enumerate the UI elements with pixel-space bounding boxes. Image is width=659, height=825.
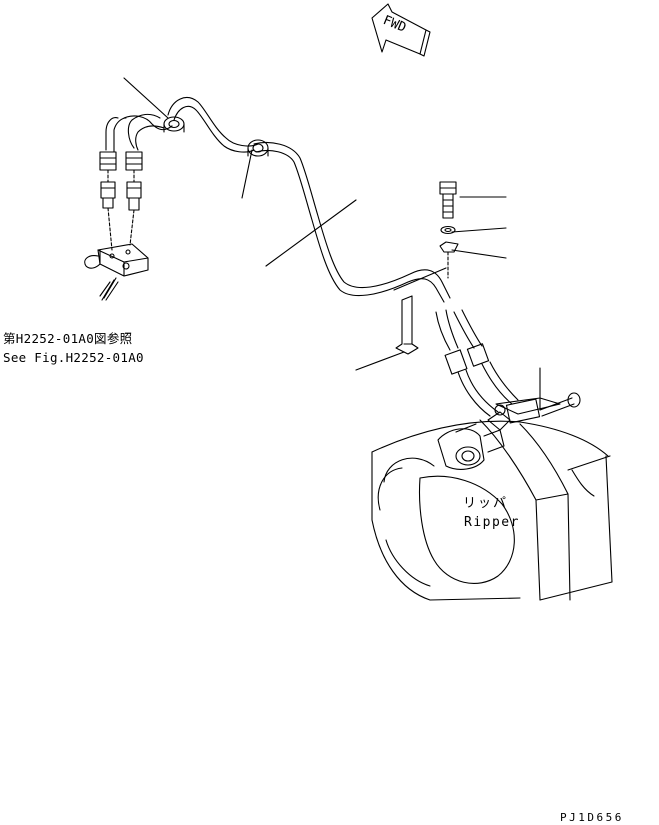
fwd-arrow-icon xyxy=(371,3,431,57)
hoses-ripper xyxy=(435,309,519,417)
pipe-main xyxy=(247,139,451,303)
ripper-label-japanese: リッパ xyxy=(463,496,509,511)
leader-lines xyxy=(123,77,541,411)
ripper-body xyxy=(371,419,613,601)
bolt-assembly xyxy=(439,181,459,279)
drawing-code: PJ1D656 xyxy=(560,811,624,824)
hose-bundle-left xyxy=(99,97,259,251)
cylinder xyxy=(487,392,581,431)
bracket xyxy=(395,295,419,355)
ripper-label-english: Ripper xyxy=(464,515,520,530)
reference-label-japanese: 第H2252-01A0図参照 xyxy=(3,331,133,346)
reference-label-english: See Fig.H2252-01A0 xyxy=(3,350,144,365)
junction-block xyxy=(84,243,149,301)
